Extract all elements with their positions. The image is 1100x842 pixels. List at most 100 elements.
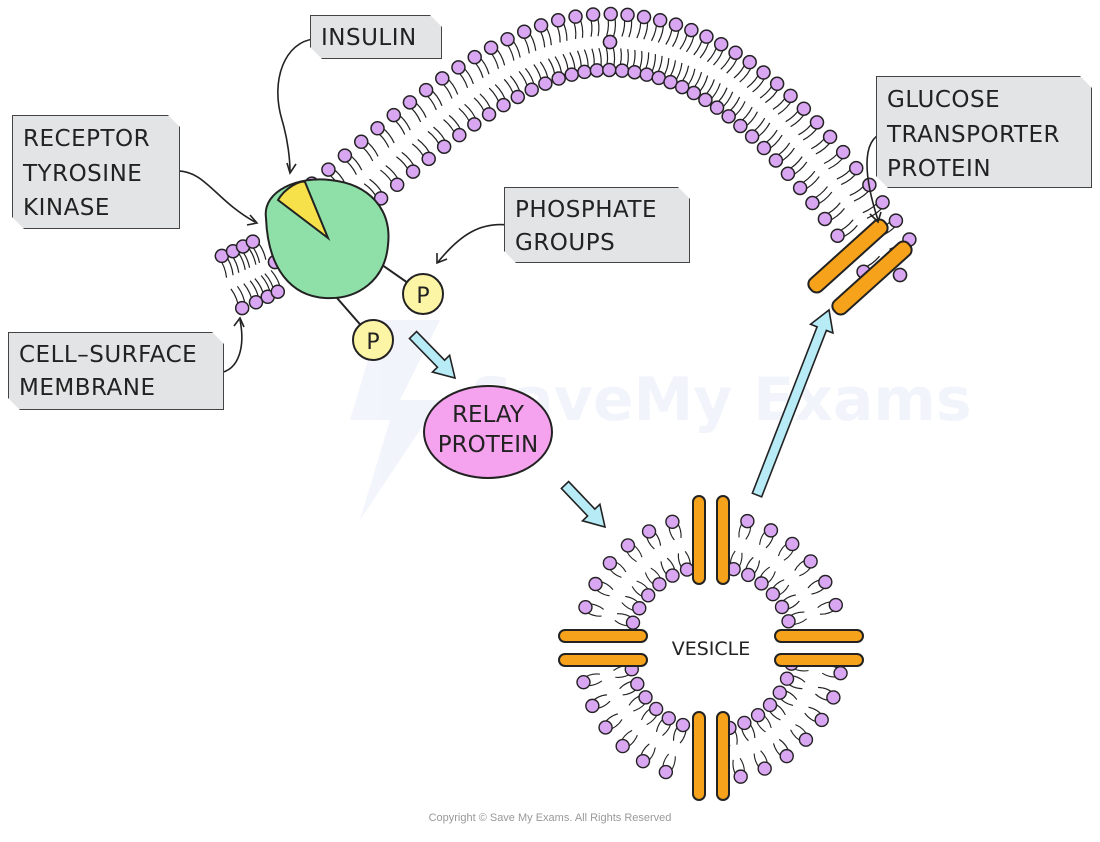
phospholipid-head (550, 13, 566, 28)
phospholipid-head (828, 597, 844, 613)
phospholipid-head (875, 195, 890, 210)
vesicle-transporter-protein (692, 495, 706, 585)
phospholipid-head (769, 76, 785, 92)
phospholipid-head (496, 97, 511, 113)
phospholipid-head (435, 71, 450, 86)
copyright-notice: Copyright © Save My Exams. All Rights Re… (428, 812, 672, 824)
phospholipid-head (467, 49, 482, 65)
phospholipid-head (892, 267, 908, 283)
phospholipid-head (814, 712, 829, 728)
phospholipid-head (675, 717, 691, 733)
glucose-transporter-protein (807, 218, 913, 316)
phospholipid-head (337, 148, 353, 163)
phospholipid-head (740, 513, 755, 529)
phospholipid-head (668, 17, 684, 32)
vesicle-transporter-protein (774, 653, 864, 667)
phospholipid-head (803, 554, 818, 569)
phospholipid-head (510, 89, 526, 105)
phospholipid-head (756, 140, 772, 156)
vesicle-label: VESICLE (672, 638, 751, 660)
phospholipid-head (737, 715, 752, 731)
phospholipid-head (744, 129, 760, 144)
phospholipid-head (436, 139, 452, 154)
phospholipid-head (728, 45, 743, 60)
phospholipid-head (817, 211, 833, 227)
phospholipid-head (763, 523, 779, 538)
phospholipid-head (373, 191, 389, 206)
phospholipid-head (577, 64, 592, 80)
phospholipid-head (636, 9, 652, 25)
phospholipid-head (768, 153, 784, 168)
phospholipid-head (750, 707, 766, 723)
watermark-text: SaveMy Exams (470, 365, 972, 435)
phospholipid-head (665, 568, 680, 583)
phospholipid-head (665, 514, 680, 529)
phospholipid-head (686, 85, 702, 101)
relay-protein-label-line1: RELAY (452, 402, 525, 428)
phospholipid-head (765, 587, 781, 602)
signal-arrow (560, 480, 607, 529)
phosphate-groups-label: PHOSPHATE GROUPS (504, 187, 690, 263)
insulin-molecule (276, 180, 331, 242)
phospholipid-head (830, 228, 845, 243)
relay-protein-label-line2: PROTEIN (438, 432, 539, 458)
phospholipid-head (418, 82, 434, 98)
vesicle-transporter-protein (558, 653, 648, 667)
phospholipid-head (568, 9, 583, 24)
phospholipid-head (783, 88, 798, 104)
phospholipid-head (721, 109, 736, 124)
phospholipid-head (481, 107, 497, 122)
phospholipid-head (805, 195, 820, 211)
phospholipid-head (698, 92, 713, 108)
signal-arrow (751, 308, 834, 498)
phospholipid-head (421, 151, 436, 167)
phospholipid-head (524, 82, 539, 97)
phospholipid-head (625, 615, 641, 630)
watermark: SaveMy Exams (350, 320, 972, 520)
phospholipid-head (451, 60, 466, 75)
phospholipid-head (781, 614, 796, 629)
phospholipid-head (321, 162, 336, 177)
phospholipid-head (615, 738, 630, 754)
phospholipid-head (822, 129, 838, 145)
phospholipid-head (888, 213, 904, 228)
phospholipid-head (467, 117, 482, 132)
phospholipid-head (551, 71, 566, 86)
phospholipid-head (798, 732, 814, 747)
phospholipid-head (774, 599, 790, 615)
phospholipid-head (833, 665, 848, 681)
phospholipid-head (733, 769, 748, 784)
phospholipid-head (641, 524, 657, 539)
phospholipid-head (402, 95, 418, 110)
cell-surface-membrane-label: CELL–SURFACE MEMBRANE (8, 332, 224, 410)
phospholipid-head (818, 574, 833, 590)
phospholipid-head (779, 748, 794, 764)
phospholipid-head (270, 284, 286, 299)
insulin-label: INSULIN (310, 15, 442, 59)
phospholipid-head (826, 690, 841, 705)
signal-arrow (408, 330, 457, 380)
phosphate-symbol: P (366, 330, 379, 355)
phospholipid-head (809, 115, 825, 130)
phospholipid-head (602, 555, 618, 571)
phospholipid-head (620, 7, 635, 23)
phospholipid-head (585, 7, 601, 22)
phospholipid-head (640, 588, 656, 603)
phospholipid-head (779, 671, 795, 686)
phospholipid-head (589, 63, 605, 78)
phosphate-group-2: P (352, 319, 394, 361)
phospholipid-head (602, 62, 617, 78)
phospholipid-head (754, 576, 769, 591)
phospholipid-head (639, 67, 655, 82)
phospholipid-head (538, 76, 553, 91)
phospholipid-head (234, 300, 250, 316)
phospholipid-head (405, 164, 421, 179)
phospholipid-head (648, 701, 664, 717)
phosphate-group-1: P (402, 273, 444, 315)
phospholipid-head (742, 54, 757, 70)
phospholipid-head (762, 697, 778, 713)
phospholipid-head (630, 676, 645, 692)
phospholipid-head (603, 6, 618, 22)
